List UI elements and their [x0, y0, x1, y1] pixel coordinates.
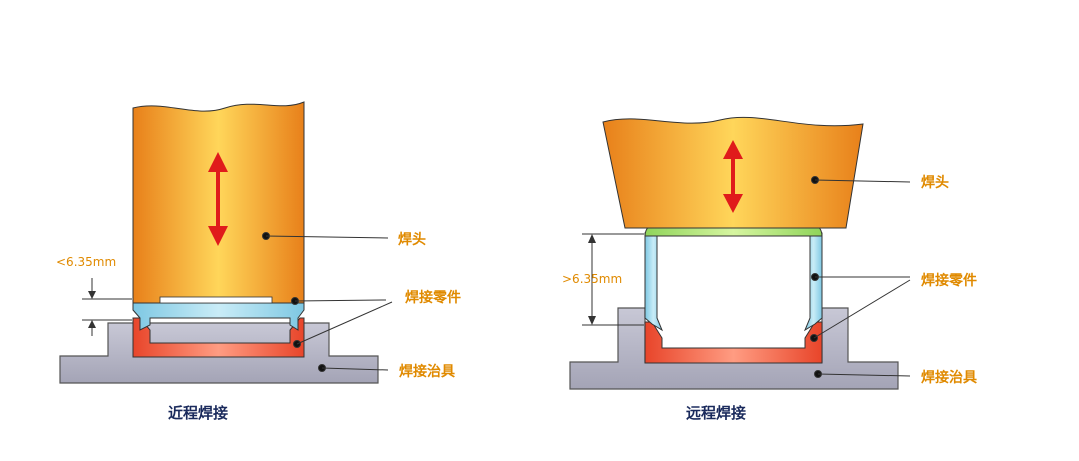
- far-dimension-label: >6.35mm: [562, 272, 622, 286]
- far-caption: 远程焊接: [686, 404, 746, 422]
- far-field-diagram: >6.35mm 焊头 焊接零件 焊接治具 远程焊接: [562, 116, 977, 422]
- far-part-label: 焊接零件: [921, 272, 977, 289]
- near-caption: 近程焊接: [168, 404, 228, 422]
- far-upper-part-left: [644, 232, 664, 332]
- far-dimension-marker: [582, 233, 644, 326]
- far-lower-part: [644, 321, 823, 364]
- far-horn-label: 焊头: [921, 174, 949, 191]
- near-upper-part: [132, 296, 305, 331]
- far-vibration-arrow-icon: [723, 140, 743, 213]
- far-upper-part-right: [803, 232, 823, 332]
- near-dimension-label: <6.35mm: [56, 255, 116, 269]
- near-part-label: 焊接零件: [405, 289, 461, 306]
- near-dimension-marker: [82, 278, 132, 336]
- near-vibration-arrow-icon: [208, 152, 228, 246]
- near-horn-label: 焊头: [398, 231, 426, 248]
- far-fixture-label: 焊接治具: [921, 369, 977, 386]
- near-horn-slot: [159, 296, 273, 304]
- near-leaders: [262, 232, 393, 372]
- near-field-diagram: <6.35mm 焊头 焊接零件 焊接治具 近程焊接: [56, 101, 461, 422]
- far-leaders: [810, 176, 911, 378]
- near-fixture-label: 焊接治具: [399, 363, 455, 380]
